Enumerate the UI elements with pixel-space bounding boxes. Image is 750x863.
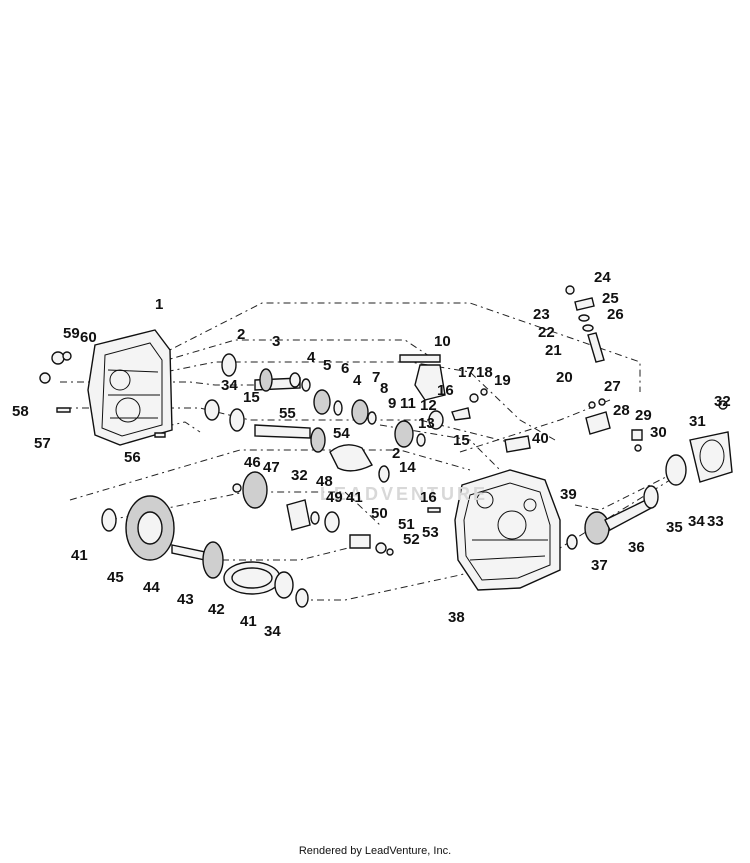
callout-60: 60 xyxy=(80,329,97,346)
callout-58: 58 xyxy=(12,403,29,420)
callout-40: 40 xyxy=(532,430,549,447)
callout-10: 10 xyxy=(434,333,451,350)
callout-6: 6 xyxy=(341,360,349,377)
callout-17: 17 xyxy=(458,364,475,381)
callout-56: 56 xyxy=(124,449,141,466)
callout-16: 16 xyxy=(437,382,454,399)
callout-59: 59 xyxy=(63,325,80,342)
callout-31: 31 xyxy=(689,413,706,430)
callout-13: 13 xyxy=(418,415,435,432)
callout-53: 53 xyxy=(422,524,439,541)
callout-51: 51 xyxy=(398,516,415,533)
center-hardware-group xyxy=(286,499,441,556)
callout-22: 22 xyxy=(538,324,555,341)
callout-34: 34 xyxy=(221,377,238,394)
callout-26: 26 xyxy=(607,306,624,323)
callout-4: 4 xyxy=(307,349,316,366)
callout-11: 11 xyxy=(400,395,416,412)
upper-shaft-group xyxy=(221,353,377,425)
callout-52: 52 xyxy=(403,531,420,548)
watermark-text: LEADVENTURE xyxy=(320,484,488,504)
callout-14: 14 xyxy=(399,459,416,476)
callout-42: 42 xyxy=(208,601,225,618)
callout-7: 7 xyxy=(372,369,380,386)
callout-34: 34 xyxy=(688,513,705,530)
callout-44: 44 xyxy=(143,579,160,596)
callout-4: 4 xyxy=(353,372,362,389)
render-credit: Rendered by LeadVenture, Inc. xyxy=(298,845,452,857)
callout-8: 8 xyxy=(380,380,388,397)
callout-57: 57 xyxy=(34,435,51,452)
callout-38: 38 xyxy=(448,609,465,626)
callout-5: 5 xyxy=(323,357,331,374)
callout-25: 25 xyxy=(602,290,619,307)
callout-32: 32 xyxy=(714,393,731,410)
callout-54: 54 xyxy=(333,425,350,442)
upper-right-bracket-group xyxy=(565,285,643,452)
callout-45: 45 xyxy=(107,569,124,586)
callout-9: 9 xyxy=(388,395,396,412)
callout-34: 34 xyxy=(264,623,281,640)
callout-43: 43 xyxy=(177,591,194,608)
lower-pulley-group xyxy=(101,471,309,608)
right-main-housing xyxy=(454,435,561,591)
callout-23: 23 xyxy=(533,306,550,323)
callout-37: 37 xyxy=(591,557,608,574)
callout-41: 41 xyxy=(346,489,363,506)
callout-27: 27 xyxy=(604,378,621,395)
callout-41: 41 xyxy=(240,613,257,630)
callout-49: 49 xyxy=(326,489,343,506)
callout-19: 19 xyxy=(494,372,511,389)
callout-labels: 1 2 2 3 4 4 5 6 7 8 9 10 11 12 13 14 15 … xyxy=(12,269,731,640)
callout-16: 16 xyxy=(420,489,437,506)
callout-24: 24 xyxy=(594,269,611,286)
callout-39: 39 xyxy=(560,486,577,503)
callout-28: 28 xyxy=(613,402,630,419)
callout-36: 36 xyxy=(628,539,645,556)
left-housing-cover xyxy=(87,329,173,446)
callout-12: 12 xyxy=(420,397,437,414)
callout-32: 32 xyxy=(291,467,308,484)
callout-15: 15 xyxy=(453,432,470,449)
callout-1: 1 xyxy=(155,296,163,313)
output-shaft-group xyxy=(566,400,733,550)
left-hardware xyxy=(39,351,166,438)
callout-2: 2 xyxy=(237,326,245,343)
callout-20: 20 xyxy=(556,369,573,386)
callout-50: 50 xyxy=(371,505,388,522)
shift-fork-group xyxy=(399,354,488,421)
middle-shaft-group xyxy=(204,399,444,483)
callout-47: 47 xyxy=(263,459,280,476)
callout-3: 3 xyxy=(272,333,280,350)
callout-33: 33 xyxy=(707,513,724,530)
callout-15: 15 xyxy=(243,389,260,406)
callout-48: 48 xyxy=(316,473,333,490)
callout-46: 46 xyxy=(244,454,261,471)
callout-2: 2 xyxy=(392,445,400,462)
callout-41: 41 xyxy=(71,547,88,564)
callout-21: 21 xyxy=(545,342,562,359)
callout-29: 29 xyxy=(635,407,652,424)
callout-35: 35 xyxy=(666,519,683,536)
callout-55: 55 xyxy=(279,405,296,422)
callout-18: 18 xyxy=(476,364,493,381)
callout-30: 30 xyxy=(650,424,667,441)
